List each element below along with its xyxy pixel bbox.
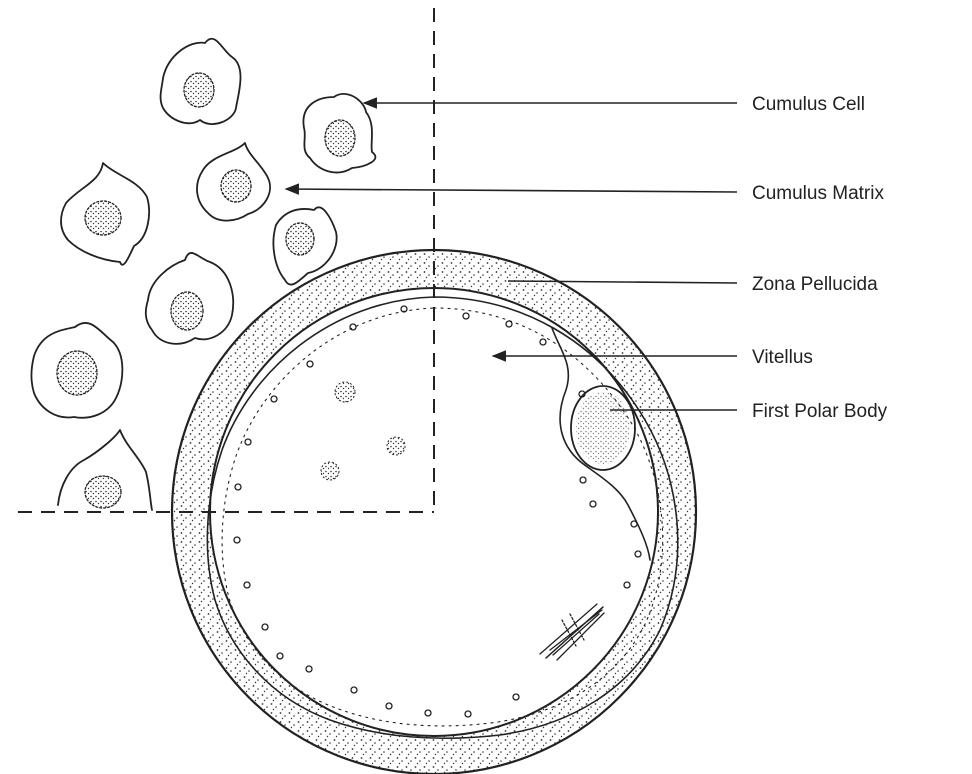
label-cumulus-cell: Cumulus Cell <box>752 94 865 115</box>
labels: Cumulus Cell Cumulus Matrix Zona Pelluci… <box>752 94 888 422</box>
label-cumulus-matrix: Cumulus Matrix <box>752 183 884 204</box>
cumulus-cell <box>161 39 241 124</box>
cumulus-cell <box>303 94 375 173</box>
cumulus-cell <box>146 253 233 344</box>
cumulus-cell <box>58 430 152 510</box>
label-vitellus: Vitellus <box>752 347 813 368</box>
label-first-polar-body: First Polar Body <box>752 401 888 422</box>
meiotic-spindle <box>540 604 604 660</box>
cumulus-matrix-pointer <box>286 189 737 192</box>
cumulus-cell <box>31 323 122 418</box>
cumulus-cell <box>61 163 149 265</box>
vitellus-inner-line <box>222 308 663 726</box>
label-zona-pellucida: Zona Pellucida <box>752 274 878 295</box>
first-polar-body <box>571 386 635 470</box>
chromatin-clumps <box>321 382 405 480</box>
pointer-lines <box>286 103 737 410</box>
cumulus-cell <box>197 143 270 221</box>
